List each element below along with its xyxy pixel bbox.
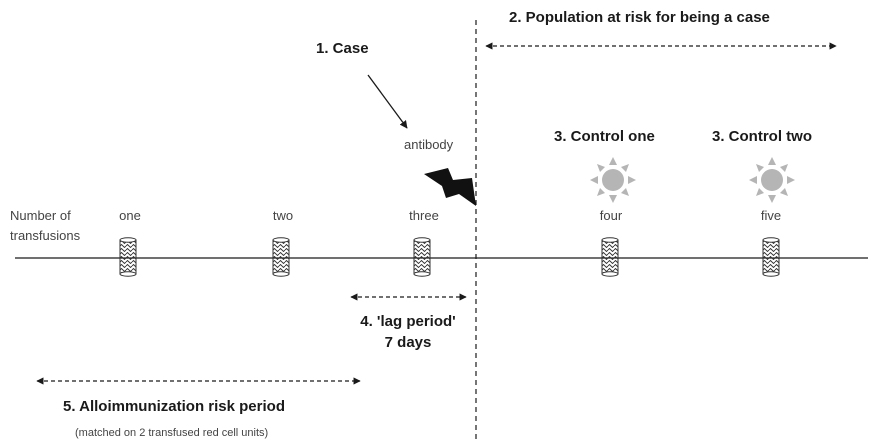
control-one-label: 3. Control one <box>554 128 655 145</box>
control-two-label: 3. Control two <box>712 128 812 145</box>
transfusion-label-five: five <box>760 208 782 223</box>
antibody-label: antibody <box>404 137 454 152</box>
sun-icon <box>749 157 795 203</box>
lightning-icon <box>424 168 476 206</box>
population-at-risk-label: 2. Population at risk for being a case <box>509 9 770 26</box>
risk-period-label: 5. Alloimmunization risk period <box>63 398 285 415</box>
blood-unit-icon <box>272 237 290 277</box>
blood-unit-icon <box>601 237 619 277</box>
lag-period-days-label: 7 days <box>384 334 432 351</box>
matched-note: (matched on 2 transfused red cell units) <box>75 427 269 439</box>
sun-icon <box>590 157 636 203</box>
axis-label-line2: transfusions <box>10 228 81 243</box>
axis-label-line1: Number of <box>10 208 71 223</box>
blood-unit-icon <box>413 237 431 277</box>
blood-unit-icon <box>762 237 780 277</box>
transfusion-label-three: three <box>409 208 439 223</box>
transfusion-label-four: four <box>599 208 623 223</box>
blood-unit-icon <box>119 237 137 277</box>
transfusion-label-one: one <box>119 208 141 223</box>
case-label: 1. Case <box>316 40 369 57</box>
lag-period-label: 4. 'lag period' <box>360 313 456 330</box>
transfusion-label-two: two <box>272 208 294 223</box>
case-pointer-arrow <box>367 74 408 129</box>
